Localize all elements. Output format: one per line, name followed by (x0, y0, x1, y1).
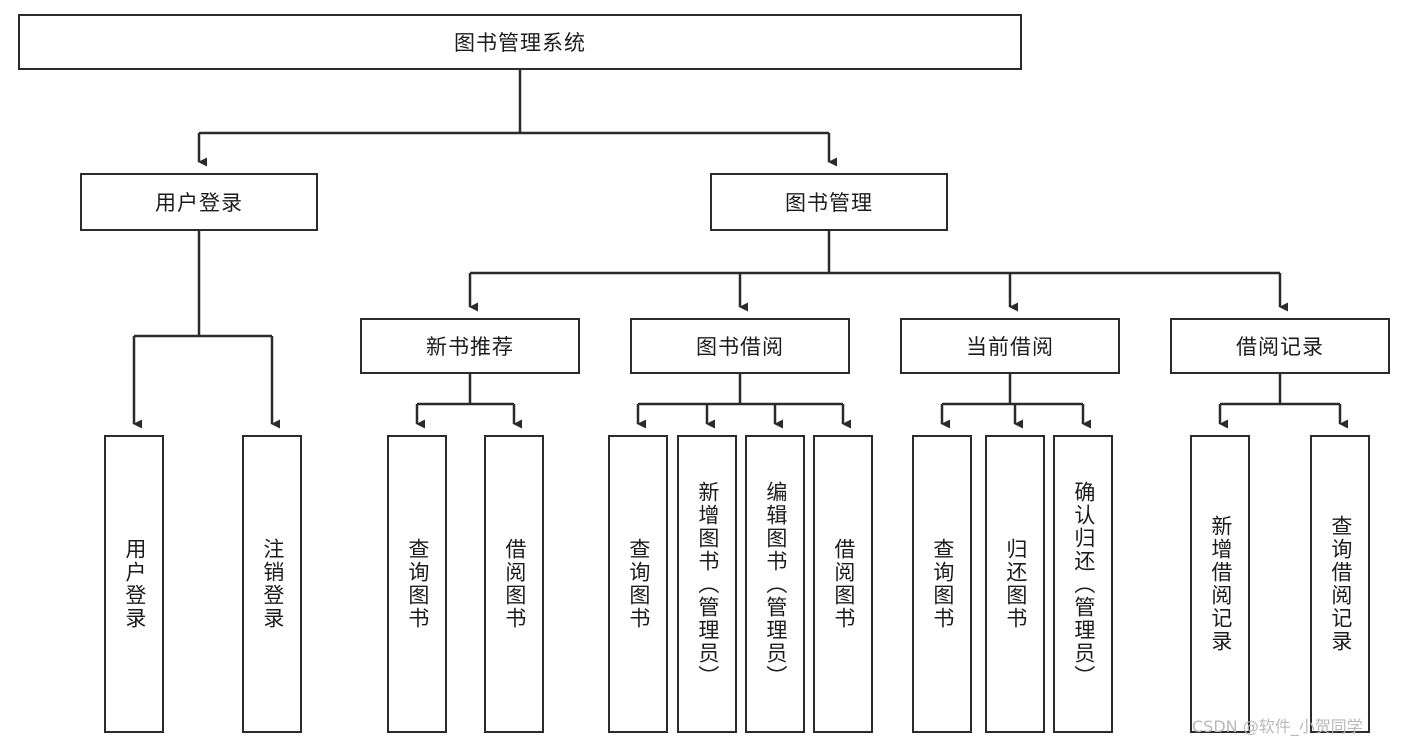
node-current-borrow[interactable]: 当前借阅 (900, 318, 1120, 374)
node-leaf-query-borrow-record[interactable]: 查询借阅记录 (1310, 435, 1370, 733)
node-leaf-query-book-cur-label: 查询图书 (930, 538, 955, 630)
node-current-borrow-label: 当前借阅 (966, 335, 1054, 359)
node-leaf-query-borrow-record-label: 查询借阅记录 (1328, 515, 1353, 653)
node-leaf-edit-book[interactable]: 编辑图书（管理员） (745, 435, 805, 733)
node-leaf-query-book-borrow-label: 查询图书 (626, 538, 651, 630)
node-root[interactable]: 图书管理系统 (18, 14, 1022, 70)
watermark: CSDN @软件_小贺同学 (1192, 717, 1363, 736)
node-leaf-user-logout-label: 注销登录 (260, 538, 285, 630)
node-leaf-add-book-label: 新增图书（管理员） (695, 480, 720, 688)
node-new-book-recommend-label: 新书推荐 (426, 335, 514, 359)
node-leaf-add-borrow-record[interactable]: 新增借阅记录 (1190, 435, 1250, 733)
node-leaf-user-login-label: 用户登录 (122, 538, 147, 630)
node-borrow-record[interactable]: 借阅记录 (1170, 318, 1390, 374)
node-book-borrow[interactable]: 图书借阅 (630, 318, 850, 374)
node-root-label: 图书管理系统 (454, 31, 586, 55)
node-user-login-label: 用户登录 (155, 191, 243, 215)
node-leaf-query-book-borrow[interactable]: 查询图书 (608, 435, 668, 733)
node-leaf-add-book[interactable]: 新增图书（管理员） (677, 435, 737, 733)
node-borrow-record-label: 借阅记录 (1236, 335, 1324, 359)
node-book-manage-label: 图书管理 (785, 191, 873, 215)
node-book-borrow-label: 图书借阅 (696, 335, 784, 359)
node-leaf-user-login[interactable]: 用户登录 (104, 435, 164, 733)
node-leaf-borrow-book-label: 借阅图书 (831, 538, 856, 630)
node-leaf-return-book[interactable]: 归还图书 (985, 435, 1045, 733)
node-leaf-edit-book-label: 编辑图书（管理员） (763, 480, 788, 688)
node-leaf-query-book-rec-label: 查询图书 (405, 538, 430, 630)
node-book-manage[interactable]: 图书管理 (710, 173, 948, 231)
node-leaf-confirm-return[interactable]: 确认归还（管理员） (1053, 435, 1113, 733)
node-new-book-recommend[interactable]: 新书推荐 (360, 318, 580, 374)
node-leaf-confirm-return-label: 确认归还（管理员） (1071, 480, 1096, 688)
node-leaf-borrow-book-rec-label: 借阅图书 (502, 538, 527, 630)
node-leaf-user-logout[interactable]: 注销登录 (242, 435, 302, 733)
node-leaf-add-borrow-record-label: 新增借阅记录 (1208, 515, 1233, 653)
node-leaf-query-book-cur[interactable]: 查询图书 (912, 435, 972, 733)
node-leaf-borrow-book-rec[interactable]: 借阅图书 (484, 435, 544, 733)
node-user-login[interactable]: 用户登录 (80, 173, 318, 231)
node-leaf-return-book-label: 归还图书 (1003, 538, 1028, 630)
node-leaf-query-book-rec[interactable]: 查询图书 (387, 435, 447, 733)
node-leaf-borrow-book[interactable]: 借阅图书 (813, 435, 873, 733)
